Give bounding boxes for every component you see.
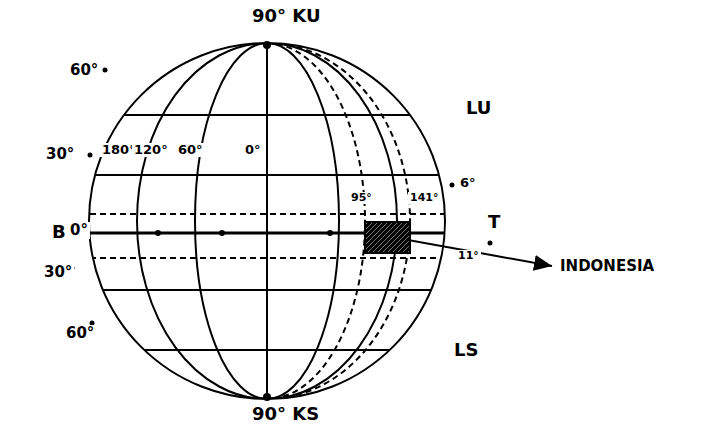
meridian-label: 120° bbox=[132, 143, 170, 157]
hemisphere-label: LU bbox=[464, 98, 493, 118]
longitude-label: 141° bbox=[408, 192, 440, 204]
direction-label: T bbox=[486, 212, 502, 232]
longitude-label: 95° bbox=[349, 192, 374, 204]
latitude-label: 30° bbox=[44, 146, 76, 163]
latitude-label: 60° bbox=[64, 325, 96, 342]
latitude-label: 30° bbox=[42, 264, 74, 281]
hemisphere-label: LS bbox=[452, 340, 480, 360]
country-label: INDONESIA bbox=[558, 258, 656, 275]
meridian-label: 60° bbox=[176, 143, 205, 157]
latitude-label: 6° bbox=[458, 176, 478, 190]
meridian-label: 0° bbox=[243, 143, 263, 157]
latitude-label: 60° bbox=[68, 62, 100, 79]
pole-label: 90° KS bbox=[250, 404, 321, 424]
latitude-label: 0° bbox=[68, 222, 90, 239]
latitude-label: 11° bbox=[456, 250, 481, 262]
pole-label: 90° KU bbox=[250, 6, 323, 26]
direction-label: B bbox=[50, 222, 68, 242]
